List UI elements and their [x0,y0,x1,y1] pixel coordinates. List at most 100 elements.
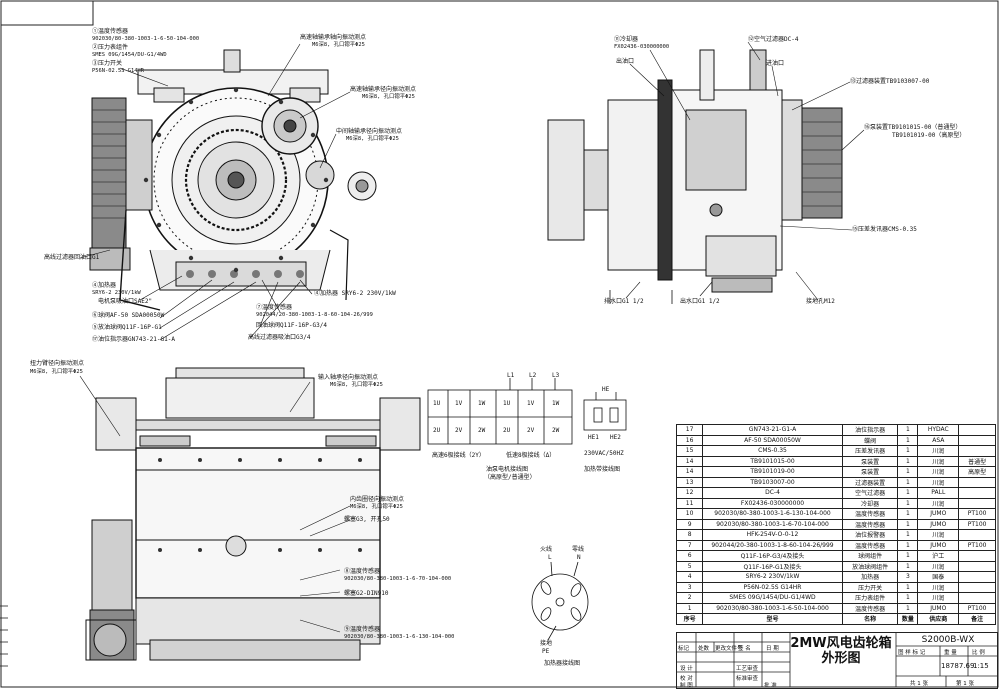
leaders-top-right [625,41,865,301]
parts-cell-note: 备注 [958,613,996,625]
parts-cell-qty: 1 [897,455,919,467]
parts-cell-qty: 1 [897,602,919,614]
tb-stage-label: 图 样 标 记 [898,650,926,656]
parts-cell-no: 6 [675,550,704,562]
label-torque-arm-spec: M6深8, 孔口锪平Φ25 [30,369,83,375]
terminal-b-2u: 2U [503,427,511,434]
parts-cell-sup: HYDAC [917,424,960,436]
wiring-l3: L3 [552,372,560,379]
gearbox-side-view [547,49,843,304]
label-return-valve: 回油球阀Q11F-16P-G3/4 [256,322,327,329]
parts-cell-model: HFK-254V-O-0-12 [702,529,843,541]
label-ball-valve-6: ⑥球阀AF-50 SDA00050W [92,312,165,319]
parts-cell-model: TB9101019-00 [702,466,843,478]
parts-cell-model: DC-4 [702,487,843,499]
label-pressure-gauge: ②压力表组件 [92,44,129,51]
plug-fire-l: L [548,554,552,561]
tb-sheet-no: 第 1 张 [956,681,974,687]
heater-voltage: 230VAC/50HZ [584,450,624,457]
terminal-a-1w: 1W [478,400,486,407]
parts-cell-note: 普通型 [958,455,996,467]
label-hs-axial-probe: 高速轴输承轴向振动测点 [300,34,367,41]
parts-cell-sup: 川润 [917,466,960,478]
parts-cell-model: 902030/80-380-1003-1-6-50-104-000 [702,602,843,614]
label-outlet: 出油口 [616,58,635,65]
terminal-a-2v: 2V [455,427,463,434]
parts-cell-sup: 川润 [917,476,960,488]
parts-cell-sup: JUMO [917,539,960,551]
label-drain-valve: ⑤放油球阀Q11F-16P-G1 [92,324,162,331]
parts-cell-note [958,434,996,446]
parts-cell-note [958,497,996,509]
tb-design: 设 计 [680,666,693,672]
parts-cell-sup: 川润 [917,455,960,467]
label-water-outlet: 出水口G1 1/2 [680,298,720,305]
label-water-out: 排水口G1 1/2 [604,298,644,305]
parts-cell-note [958,560,996,572]
parts-cell-no: 14 [675,466,704,478]
parts-cell-qty: 1 [897,508,919,520]
terminal-b-2v: 2V [527,427,535,434]
parts-cell-model: SMES 09G/1454/DU-G1/4WD [702,592,843,604]
parts-cell-no: 11 [675,497,704,509]
label-pressure-gauge-model: SMES 09G/1454/DU-G1/4WD [92,52,167,58]
label-heater-4: ④加热器 [92,282,117,289]
label-hs-filter-suction: 高线过滤器吸油口G3/4 [248,334,311,341]
tb-sheet-total: 共 1 张 [910,681,928,687]
parts-cell-no: 15 [675,445,704,457]
motor-wiring-diagram [427,378,573,445]
rev-header-date: 日 期 [766,646,779,652]
parts-cell-model: SRY6-2 230V/1kW [702,571,843,583]
label-pump-16b: TB9101019-00（高原型） [892,132,966,139]
parts-cell-name: 温度传感器 [841,518,899,530]
heater-label-he: HE [602,386,610,393]
drawing-title-line2: 外形图 [821,651,861,666]
parts-cell-name: 温度传感器 [841,539,899,551]
parts-cell-sup: 川润 [917,529,960,541]
parts-cell-name: 泵装置 [841,455,899,467]
label-ground: 接地孔M12 [806,298,835,305]
terminal-b-2w: 2W [552,427,560,434]
label-hs-axial-spec: M6深8, 孔口锪平Φ25 [312,42,365,48]
parts-cell-qty: 1 [897,466,919,478]
plug-ground: 接地 [540,640,553,647]
label-hs-filter-return: 高线过滤器回油口G1 [44,254,100,261]
parts-cell-name: 过滤器装置 [841,476,899,488]
parts-cell-sup: 川润 [917,445,960,457]
label-air-filter: ⑫空气过滤器DC-4 [748,36,799,43]
tb-std: 标准审查 [736,676,759,682]
leaders-bottom-left [79,375,351,633]
terminal-a-2w: 2W [478,427,486,434]
label-is-radial-probe: 中间轴输承径向振动测点 [336,128,403,135]
drawing-number: S2000B-WX [921,635,975,645]
parts-cell-name: 加热器 [841,571,899,583]
parts-cell-model: FX02436-030000000 [702,497,843,509]
wiring-l2: L2 [529,372,537,379]
parts-cell-sup: PALL [917,487,960,499]
plug-ground-pe: PE [542,648,550,655]
label-temp-sensor-8: ⑧温度传感器 [344,568,381,575]
rev-header-sign: 签 名 [738,646,751,652]
parts-cell-name: 温度传感器 [841,602,899,614]
plug-fire: 火线 [540,546,553,553]
tb-draw: 制 图 [680,683,693,689]
label-temp-sensor-9: ⑨温度传感器 [344,626,381,633]
parts-cell-no: 12 [675,487,704,499]
label-inner-ring-spec: M6深8, 孔口锪平Φ25 [350,504,403,510]
parts-cell-name: 空气过滤器 [841,487,899,499]
plug-neutral: 零线 [572,546,585,553]
label-input-axial-spec: M6深8, 孔口锪平Φ25 [330,382,383,388]
rev-header-docno: 更改文件号 [715,646,743,652]
tb-process: 工艺审查 [736,666,759,672]
parts-cell-note: PT100 [958,508,996,520]
parts-cell-sup: 沪工 [917,550,960,562]
